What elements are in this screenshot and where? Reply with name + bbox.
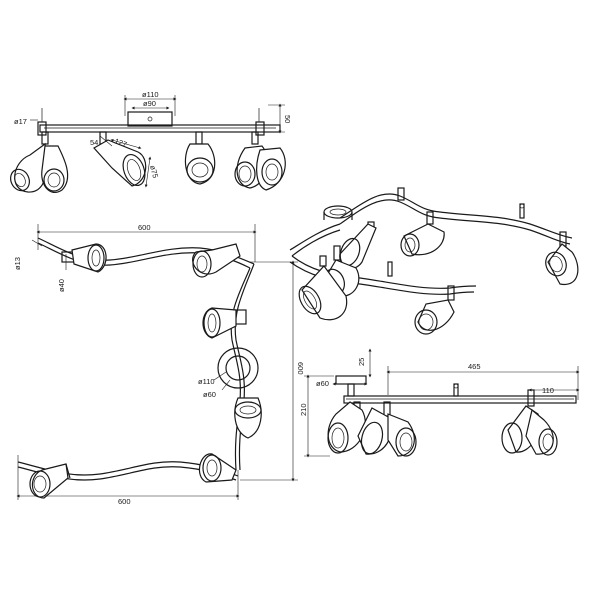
dim-height-600: 600 bbox=[296, 362, 305, 375]
dim-len-465: 465 bbox=[468, 362, 481, 371]
dim-diam-60-canopy: ø60 bbox=[203, 390, 216, 399]
dim-width-600-bottom: 600 bbox=[118, 497, 131, 506]
dim-width-600-top: 600 bbox=[138, 223, 151, 232]
dim-diam-110-canopy: ø110 bbox=[198, 377, 215, 386]
dim-diam-75: ø75 bbox=[148, 164, 160, 179]
dim-diam-40: ø40 bbox=[57, 279, 66, 292]
dim-len-110: 110 bbox=[542, 386, 554, 395]
dim-diam-17: ø17 bbox=[14, 117, 27, 126]
dim-height-25: 25 bbox=[357, 358, 366, 366]
dim-diam-60-side: ø60 bbox=[316, 379, 329, 388]
dim-height-210: 210 bbox=[299, 403, 308, 416]
dim-diam-13: ø13 bbox=[13, 257, 22, 270]
front-view-bar-fixture: ø110 ø90 ø17 50 54 bbox=[10, 90, 292, 193]
dim-diam-90: ø90 bbox=[143, 99, 156, 108]
dim-diam-110: ø110 bbox=[142, 90, 159, 99]
dim-height-50: 50 bbox=[283, 115, 292, 123]
dim-len-54: 54 bbox=[90, 138, 98, 147]
flexible-rail-plan-view: 600 600 600 ø13 ø40 bbox=[13, 223, 305, 506]
dim-len-127: 127 bbox=[113, 136, 128, 149]
side-elevation-fixture: 25 ø60 465 110 210 bbox=[299, 348, 580, 458]
perspective-view-fixture bbox=[289, 187, 579, 335]
